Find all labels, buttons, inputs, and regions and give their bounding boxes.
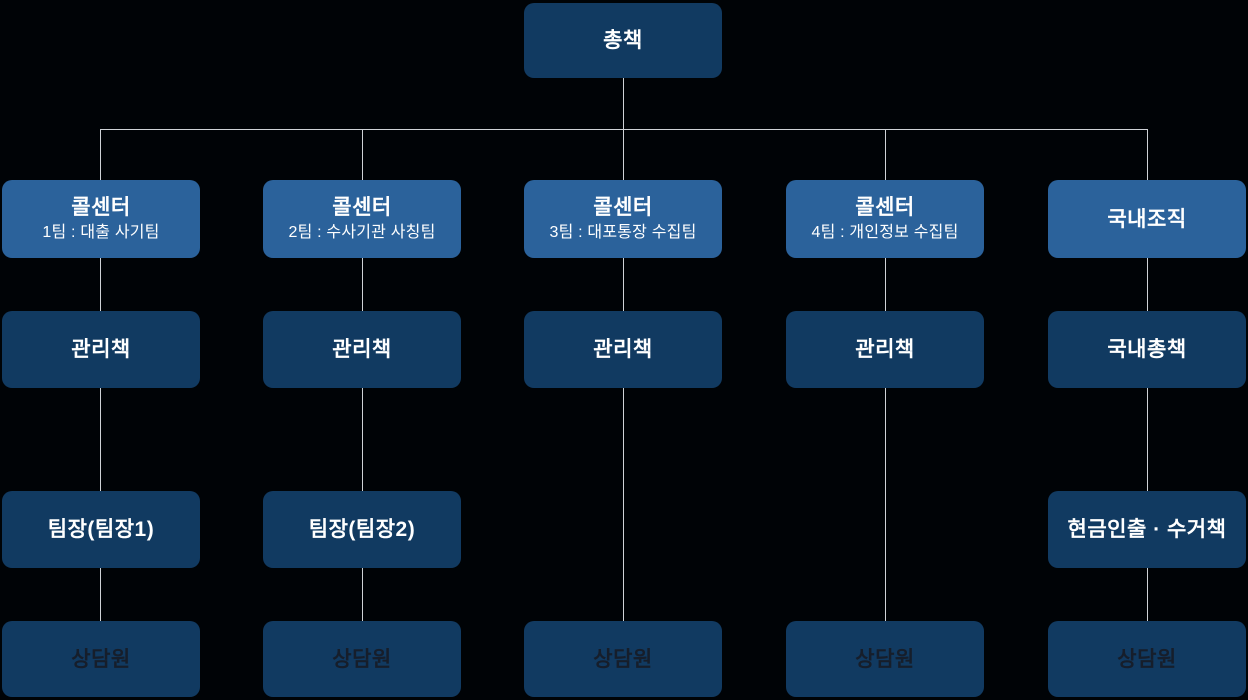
node-title: 국내조직 [1107,207,1187,231]
node-title: 관리책 [332,338,392,361]
node-agent-4: 상담원 [786,621,984,697]
node-agent-2: 상담원 [263,621,461,697]
node-subtitle: 2팀 : 수사기관 사칭팀 [288,224,436,241]
node-manager-2: 관리책 [263,311,461,388]
node-manager-3: 관리책 [524,311,722,388]
node-agent-3: 상담원 [524,621,722,697]
node-subtitle: 1팀 : 대출 사기팀 [42,224,160,241]
connector-team-manager-col1 [100,258,101,311]
connector-manager-agent-col4 [885,388,886,621]
node-callcenter-team4: 콜센터 4팀 : 개인정보 수집팀 [786,180,984,258]
connector-drop-col2 [362,129,363,180]
node-title: 관리책 [855,338,915,361]
connector-head-stem [623,78,624,129]
connector-manager-lead-col5 [1147,388,1148,491]
connector-drop-col1 [100,129,101,180]
node-title: 콜센터 [855,196,915,219]
node-title: 총책 [603,29,643,52]
connector-manager-lead-col1 [100,388,101,491]
node-manager-1: 관리책 [2,311,200,388]
node-title: 팀장(팀장2) [308,518,416,541]
node-title: 현금인출 · 수거책 [1067,518,1227,541]
node-agent-1: 상담원 [2,621,200,697]
node-title: 관리책 [593,338,653,361]
connector-team-manager-col5 [1147,258,1148,311]
node-title: 국내총책 [1107,338,1187,361]
node-teamlead-2: 팀장(팀장2) [263,491,461,568]
connector-lead-agent-col2 [362,568,363,621]
connector-team-manager-col4 [885,258,886,311]
connector-drop-col5 [1147,129,1148,180]
node-title: 콜센터 [593,196,653,219]
node-title: 관리책 [71,338,131,361]
connector-manager-agent-col3 [623,388,624,621]
node-callcenter-team1: 콜센터 1팀 : 대출 사기팀 [2,180,200,258]
node-cash-collector: 현금인출 · 수거책 [1048,491,1246,568]
node-title: 상담원 [855,647,915,671]
node-callcenter-team2: 콜센터 2팀 : 수사기관 사칭팀 [263,180,461,258]
node-title: 상담원 [593,647,653,671]
node-manager-4: 관리책 [786,311,984,388]
connector-team-manager-col2 [362,258,363,311]
connector-lead-agent-col5 [1147,568,1148,621]
node-title: 콜센터 [71,196,131,219]
node-agent-5: 상담원 [1048,621,1246,697]
node-domestic-org: 국내조직 [1048,180,1246,258]
node-head: 총책 [524,3,722,78]
connector-lead-agent-col1 [100,568,101,621]
node-title: 팀장(팀장1) [47,518,155,541]
node-title: 콜센터 [332,196,392,219]
node-title: 상담원 [332,647,392,671]
node-domestic-head: 국내총책 [1048,311,1246,388]
connector-drop-col4 [885,129,886,180]
connector-drop-col3 [623,129,624,180]
node-teamlead-1: 팀장(팀장1) [2,491,200,568]
node-callcenter-team3: 콜센터 3팀 : 대포통장 수집팀 [524,180,722,258]
connector-manager-lead-col2 [362,388,363,491]
node-subtitle: 4팀 : 개인정보 수집팀 [811,224,959,241]
node-subtitle: 3팀 : 대포통장 수집팀 [549,224,697,241]
node-title: 상담원 [1117,647,1177,671]
node-title: 상담원 [71,647,131,671]
connector-team-manager-col3 [623,258,624,311]
